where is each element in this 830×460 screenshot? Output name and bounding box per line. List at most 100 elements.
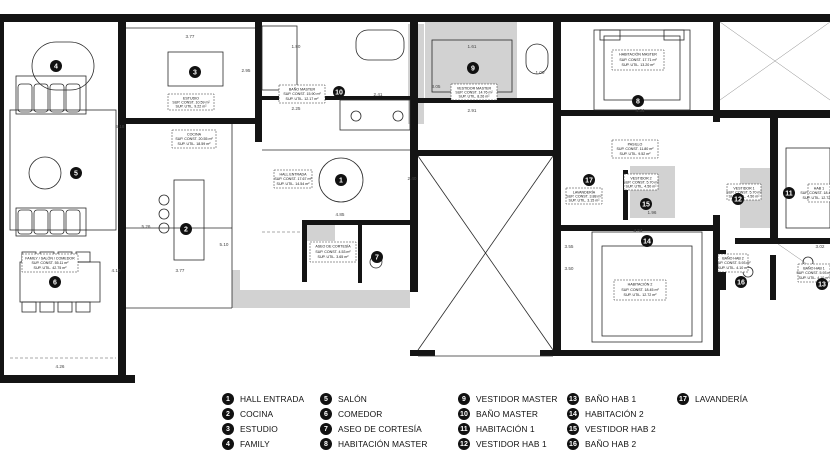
dimension-label: 4.26 [56, 364, 65, 369]
legend-item-4: 4 FAMILY [222, 437, 270, 451]
svg-text:ESTUDIO: ESTUDIO [183, 97, 199, 101]
legend-label: FAMILY [240, 439, 270, 449]
legend-number-badge: 1 [222, 393, 234, 405]
legend-number-badge: 13 [567, 393, 579, 405]
dimension-label: 1.00 [536, 70, 545, 75]
svg-text:SUP. UTIL. 4.50 m²: SUP. UTIL. 4.50 m² [729, 195, 761, 199]
svg-text:LAVANDERÍA: LAVANDERÍA [573, 191, 596, 195]
dimension-label: 2.91 [468, 108, 477, 113]
svg-text:6: 6 [53, 279, 57, 286]
room-marker-6: 6 [49, 276, 61, 288]
svg-text:HABITACIÓN MASTER: HABITACIÓN MASTER [619, 52, 657, 57]
svg-text:16: 16 [737, 279, 745, 286]
dimension-label: 5.10 [220, 242, 229, 247]
svg-text:SUP. UTIL. 12.72 m²: SUP. UTIL. 12.72 m² [803, 196, 830, 200]
legend-item-6: 6 COMEDOR [320, 407, 382, 421]
dimension-label: 6.18 [116, 124, 125, 129]
legend-label: BAÑO HAB 2 [585, 439, 637, 449]
svg-text:SUP. UTIL. 8.26 m²: SUP. UTIL. 8.26 m² [459, 95, 491, 99]
svg-text:SUP. UTIL. 42.75 m²: SUP. UTIL. 42.75 m² [34, 266, 68, 270]
svg-text:SUP. UTIL. 9.52 m²: SUP. UTIL. 9.52 m² [620, 152, 652, 156]
legend-label: COCINA [240, 409, 274, 419]
dimension-label: 4.54 [634, 228, 643, 233]
room-marker-14: 14 [641, 235, 653, 247]
svg-text:BAÑO HAB 2: BAÑO HAB 2 [722, 256, 744, 261]
svg-text:SUP. CONST. 4.53 m²: SUP. CONST. 4.53 m² [315, 250, 351, 254]
dimension-label: 4.10 [112, 268, 121, 273]
dimension-label: 1.61 [468, 44, 477, 49]
legend-number-badge: 6 [320, 408, 332, 420]
svg-text:SUP. UTIL. 13.20 m²: SUP. UTIL. 13.20 m² [622, 63, 656, 67]
svg-text:FAMILY / SALÓN / COMEDOR: FAMILY / SALÓN / COMEDOR [25, 256, 75, 261]
legend-label: HALL ENTRADA [240, 394, 305, 404]
room-marker-9: 9 [467, 62, 479, 74]
room-marker-1: 1 [335, 174, 347, 186]
legend-item-7: 7 ASEO DE CORTESÍA [320, 422, 422, 436]
svg-text:8: 8 [636, 98, 640, 105]
svg-text:PASILLO: PASILLO [628, 143, 643, 147]
svg-text:SUP. UTIL. 12.17 m²: SUP. UTIL. 12.17 m² [286, 97, 320, 101]
legend-number-badge: 7 [320, 423, 332, 435]
svg-text:SUP. CONST. 5.93 m²: SUP. CONST. 5.93 m² [715, 261, 751, 265]
legend-number-badge: 12 [458, 438, 470, 450]
svg-text:SUP. CONST. 17.71 m²: SUP. CONST. 17.71 m² [619, 58, 657, 62]
svg-text:SUP. CONST. 14.76 m²: SUP. CONST. 14.76 m² [455, 91, 493, 95]
legend-label: LAVANDERÍA [695, 394, 748, 404]
svg-text:HALL ENTRADA: HALL ENTRADA [279, 173, 307, 177]
floor-plan: .w{fill:#141414;} .g{fill:#d2d2d2;} .ln{… [0, 14, 830, 383]
svg-text:SUP. CONST. 5.70 m²: SUP. CONST. 5.70 m² [726, 191, 762, 195]
svg-text:15: 15 [642, 201, 650, 208]
svg-text:VESTIDOR MASTER: VESTIDOR MASTER [457, 87, 492, 91]
legend-item-1: 1 HALL ENTRADA [222, 392, 304, 406]
svg-text:SUP. UTIL. 4.10 m²: SUP. UTIL. 4.10 m² [718, 266, 750, 270]
room-marker-16: 16 [735, 276, 747, 288]
svg-text:3: 3 [193, 69, 197, 76]
legend-label: VESTIDOR HAB 1 [476, 439, 547, 449]
dimension-label: 2.41 [374, 92, 383, 97]
legend-number-badge: 16 [567, 438, 579, 450]
legend-label: HABITACIÓN 1 [476, 424, 535, 434]
legend-number-badge: 3 [222, 423, 234, 435]
dimension-label: 2.95 [242, 68, 251, 73]
dimension-label: 4.34 [636, 108, 645, 113]
legend-number-badge: 2 [222, 408, 234, 420]
svg-text:COCINA: COCINA [187, 133, 202, 137]
svg-text:SUP. UTIL. 14.54 m²: SUP. UTIL. 14.54 m² [277, 182, 311, 186]
room-marker-10: 10 [333, 86, 345, 98]
room-marker-11: 11 [783, 187, 795, 199]
legend-number-badge: 15 [567, 423, 579, 435]
room-marker-15: 15 [640, 198, 652, 210]
legend-number-badge: 10 [458, 408, 470, 420]
svg-text:SUP. CONST. 11.80 m²: SUP. CONST. 11.80 m² [616, 147, 654, 151]
svg-text:5: 5 [74, 170, 78, 177]
svg-text:SUP. UTIL. 9.22 m²: SUP. UTIL. 9.22 m² [176, 105, 208, 109]
svg-text:ASEO DE CORTESÍA: ASEO DE CORTESÍA [315, 245, 351, 249]
svg-text:SUP. CONST. 18.45 m²: SUP. CONST. 18.45 m² [621, 288, 659, 292]
legend-number-badge: 9 [458, 393, 470, 405]
legend-label: VESTIDOR HAB 2 [585, 424, 656, 434]
svg-text:9: 9 [471, 65, 475, 72]
svg-text:SUP. CONST. 10.59 m²: SUP. CONST. 10.59 m² [172, 101, 210, 105]
dimension-label: 2.25 [292, 106, 301, 111]
svg-text:7: 7 [375, 254, 379, 261]
svg-text:1: 1 [339, 177, 343, 184]
legend-label: COMEDOR [338, 409, 383, 419]
legend-number-badge: 4 [222, 438, 234, 450]
legend-label: ASEO DE CORTESÍA [338, 424, 422, 434]
dimension-label: 3.77 [186, 34, 195, 39]
dimension-label: 4.85 [336, 212, 345, 217]
